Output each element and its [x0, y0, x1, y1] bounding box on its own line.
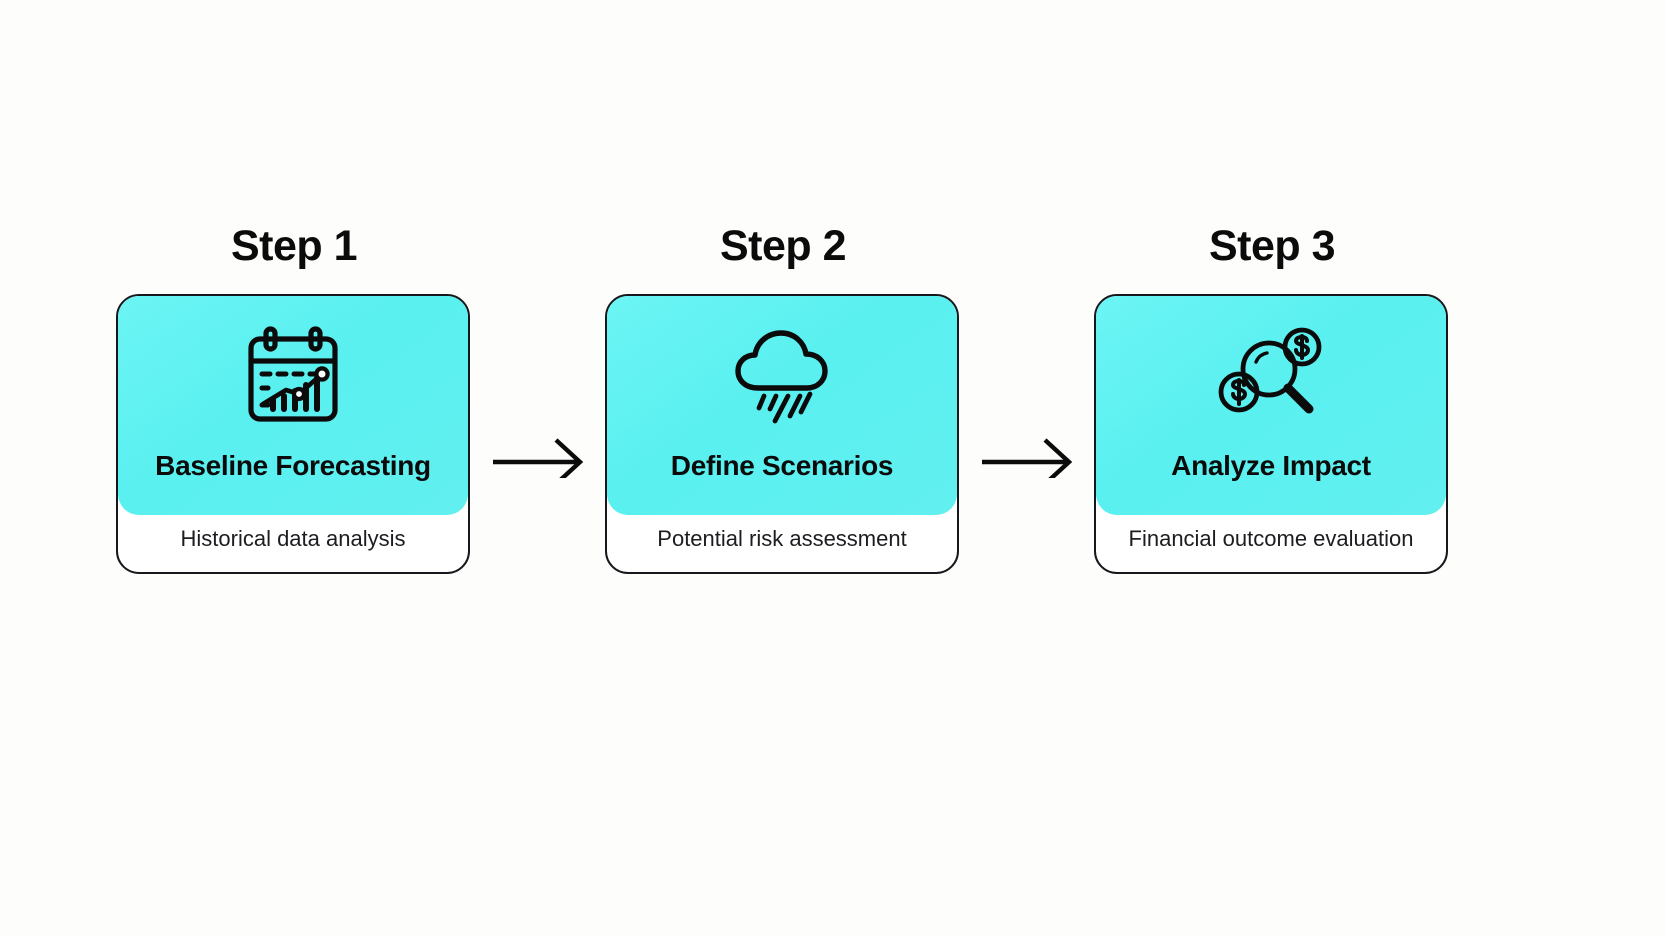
magnifier-dollar-icon [1215, 324, 1327, 428]
step-card-3[interactable]: Analyze Impact Financial outcome evaluat… [1094, 294, 1448, 574]
step-card-1[interactable]: Baseline Forecasting Historical data ana… [116, 294, 470, 574]
step-card-1-header [118, 296, 468, 515]
step-card-3-subtitle: Financial outcome evaluation [1128, 526, 1414, 551]
step-card-1-subtitle: Historical data analysis [180, 526, 406, 551]
step-label-2: Step 2 [719, 222, 847, 270]
arrow-step2-to-step3 [979, 418, 1079, 478]
step-column-1: Step 1 [116, 225, 472, 574]
step-card-2-title: Define Scenarios [670, 450, 894, 481]
step-card-1-title: Baseline Forecasting [155, 450, 431, 481]
rain-cloud-icon [726, 324, 838, 428]
step-card-3-title: Analyze Impact [1171, 450, 1371, 481]
step-card-2-header [607, 296, 957, 515]
step-card-2[interactable]: Define Scenarios Potential risk assessme… [605, 294, 959, 574]
step-column-2: Step 2 Define Scenarios [605, 225, 961, 574]
step-card-3-header [1096, 296, 1446, 515]
calendar-chart-icon [237, 324, 349, 428]
step-label-1: Step 1 [230, 222, 358, 270]
step-column-3: Step 3 [1094, 225, 1450, 574]
arrow-step1-to-step2 [490, 418, 590, 478]
step-card-2-subtitle: Potential risk assessment [657, 526, 907, 551]
step-label-3: Step 3 [1208, 222, 1336, 270]
